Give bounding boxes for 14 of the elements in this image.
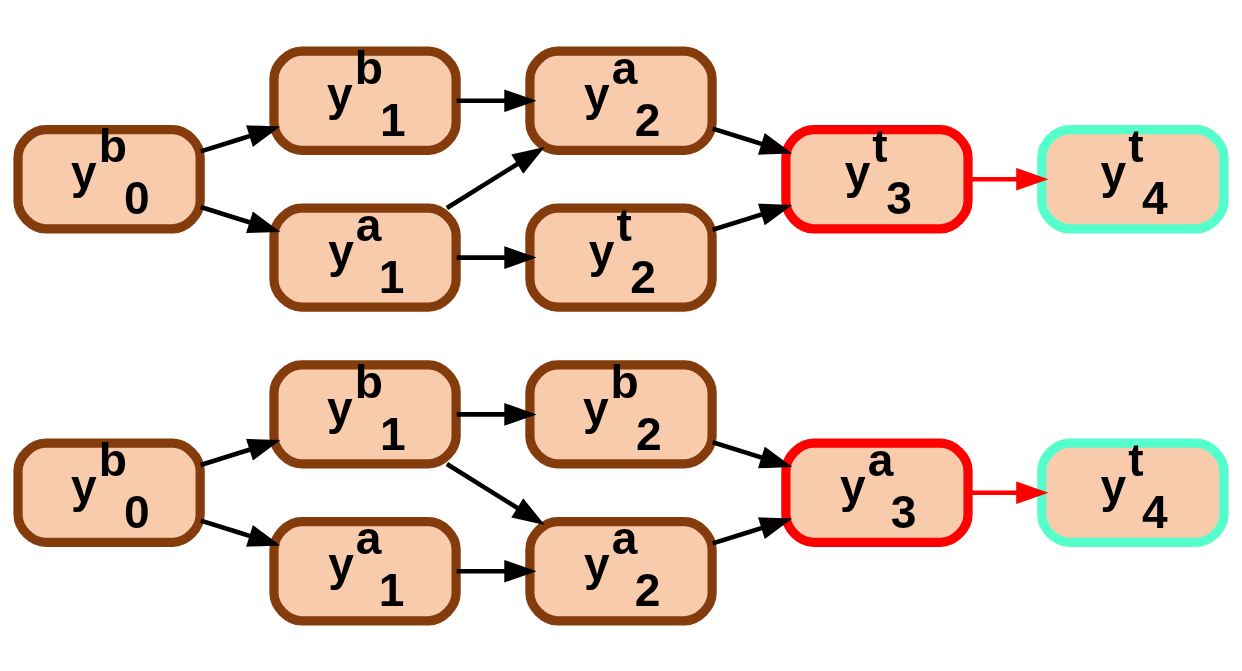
- arrow: [456, 559, 537, 582]
- arrow: [711, 203, 793, 232]
- arrow: [200, 204, 281, 233]
- arrow: [445, 146, 545, 210]
- arrow: [711, 439, 793, 468]
- arrow: [200, 438, 281, 467]
- arrow: [200, 517, 281, 547]
- arrow: [456, 89, 537, 112]
- arrow: [456, 245, 537, 269]
- arrow: [711, 516, 793, 546]
- arrow: [445, 461, 545, 525]
- arrow: [711, 125, 793, 155]
- arrow: [200, 124, 281, 154]
- arrow: [456, 402, 537, 426]
